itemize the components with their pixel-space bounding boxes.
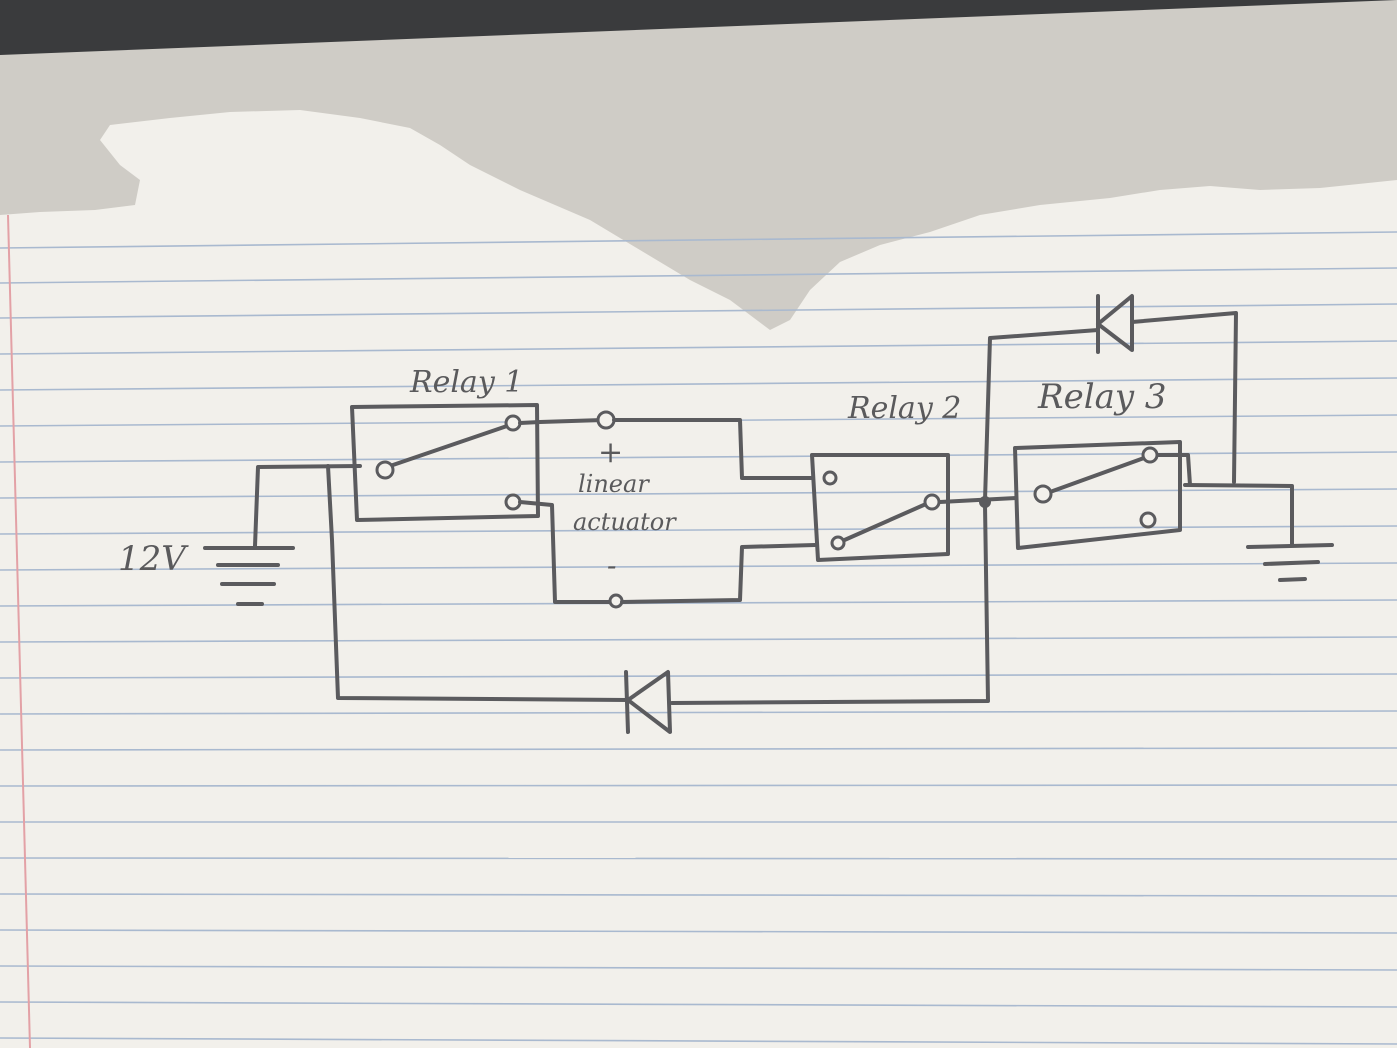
relay2-terminal-right [923,493,941,511]
relay3-common-terminal [1033,484,1053,504]
actuator-minus-terminal [608,593,624,609]
relay1-common-terminal [375,460,395,480]
relay1-nc-terminal [504,493,522,511]
relay3-nc-terminal [1139,511,1157,529]
relay1-no-terminal [504,414,522,432]
actuator-plus-terminal [596,410,616,430]
relay2-terminal-top-left [822,470,838,486]
ruled-lines [0,231,1397,1045]
actuator-label-line1: linear [578,470,650,498]
relay1-label: Relay 1 [409,365,523,400]
return-loop-diode [326,464,990,734]
relay-3 [1013,440,1192,550]
margin-line [7,214,31,1048]
actuator-plus-label: + [598,435,623,470]
actuator-minus-label: - [607,549,616,582]
relay3-diode-loop [983,294,1238,502]
battery-label: 12V [118,539,189,579]
ground-symbol [1183,483,1334,582]
relay2-terminal-bottom-left [830,535,846,551]
relay3-label: Relay 3 [1037,377,1167,417]
relay2-label: Relay 2 [847,391,961,426]
battery-12v [203,464,362,606]
actuator-label-line2: actuator [573,508,677,536]
relay-1 [350,403,540,522]
relay-2 [810,453,950,562]
relay3-no-terminal [1141,446,1159,464]
linear-actuator [518,410,817,609]
